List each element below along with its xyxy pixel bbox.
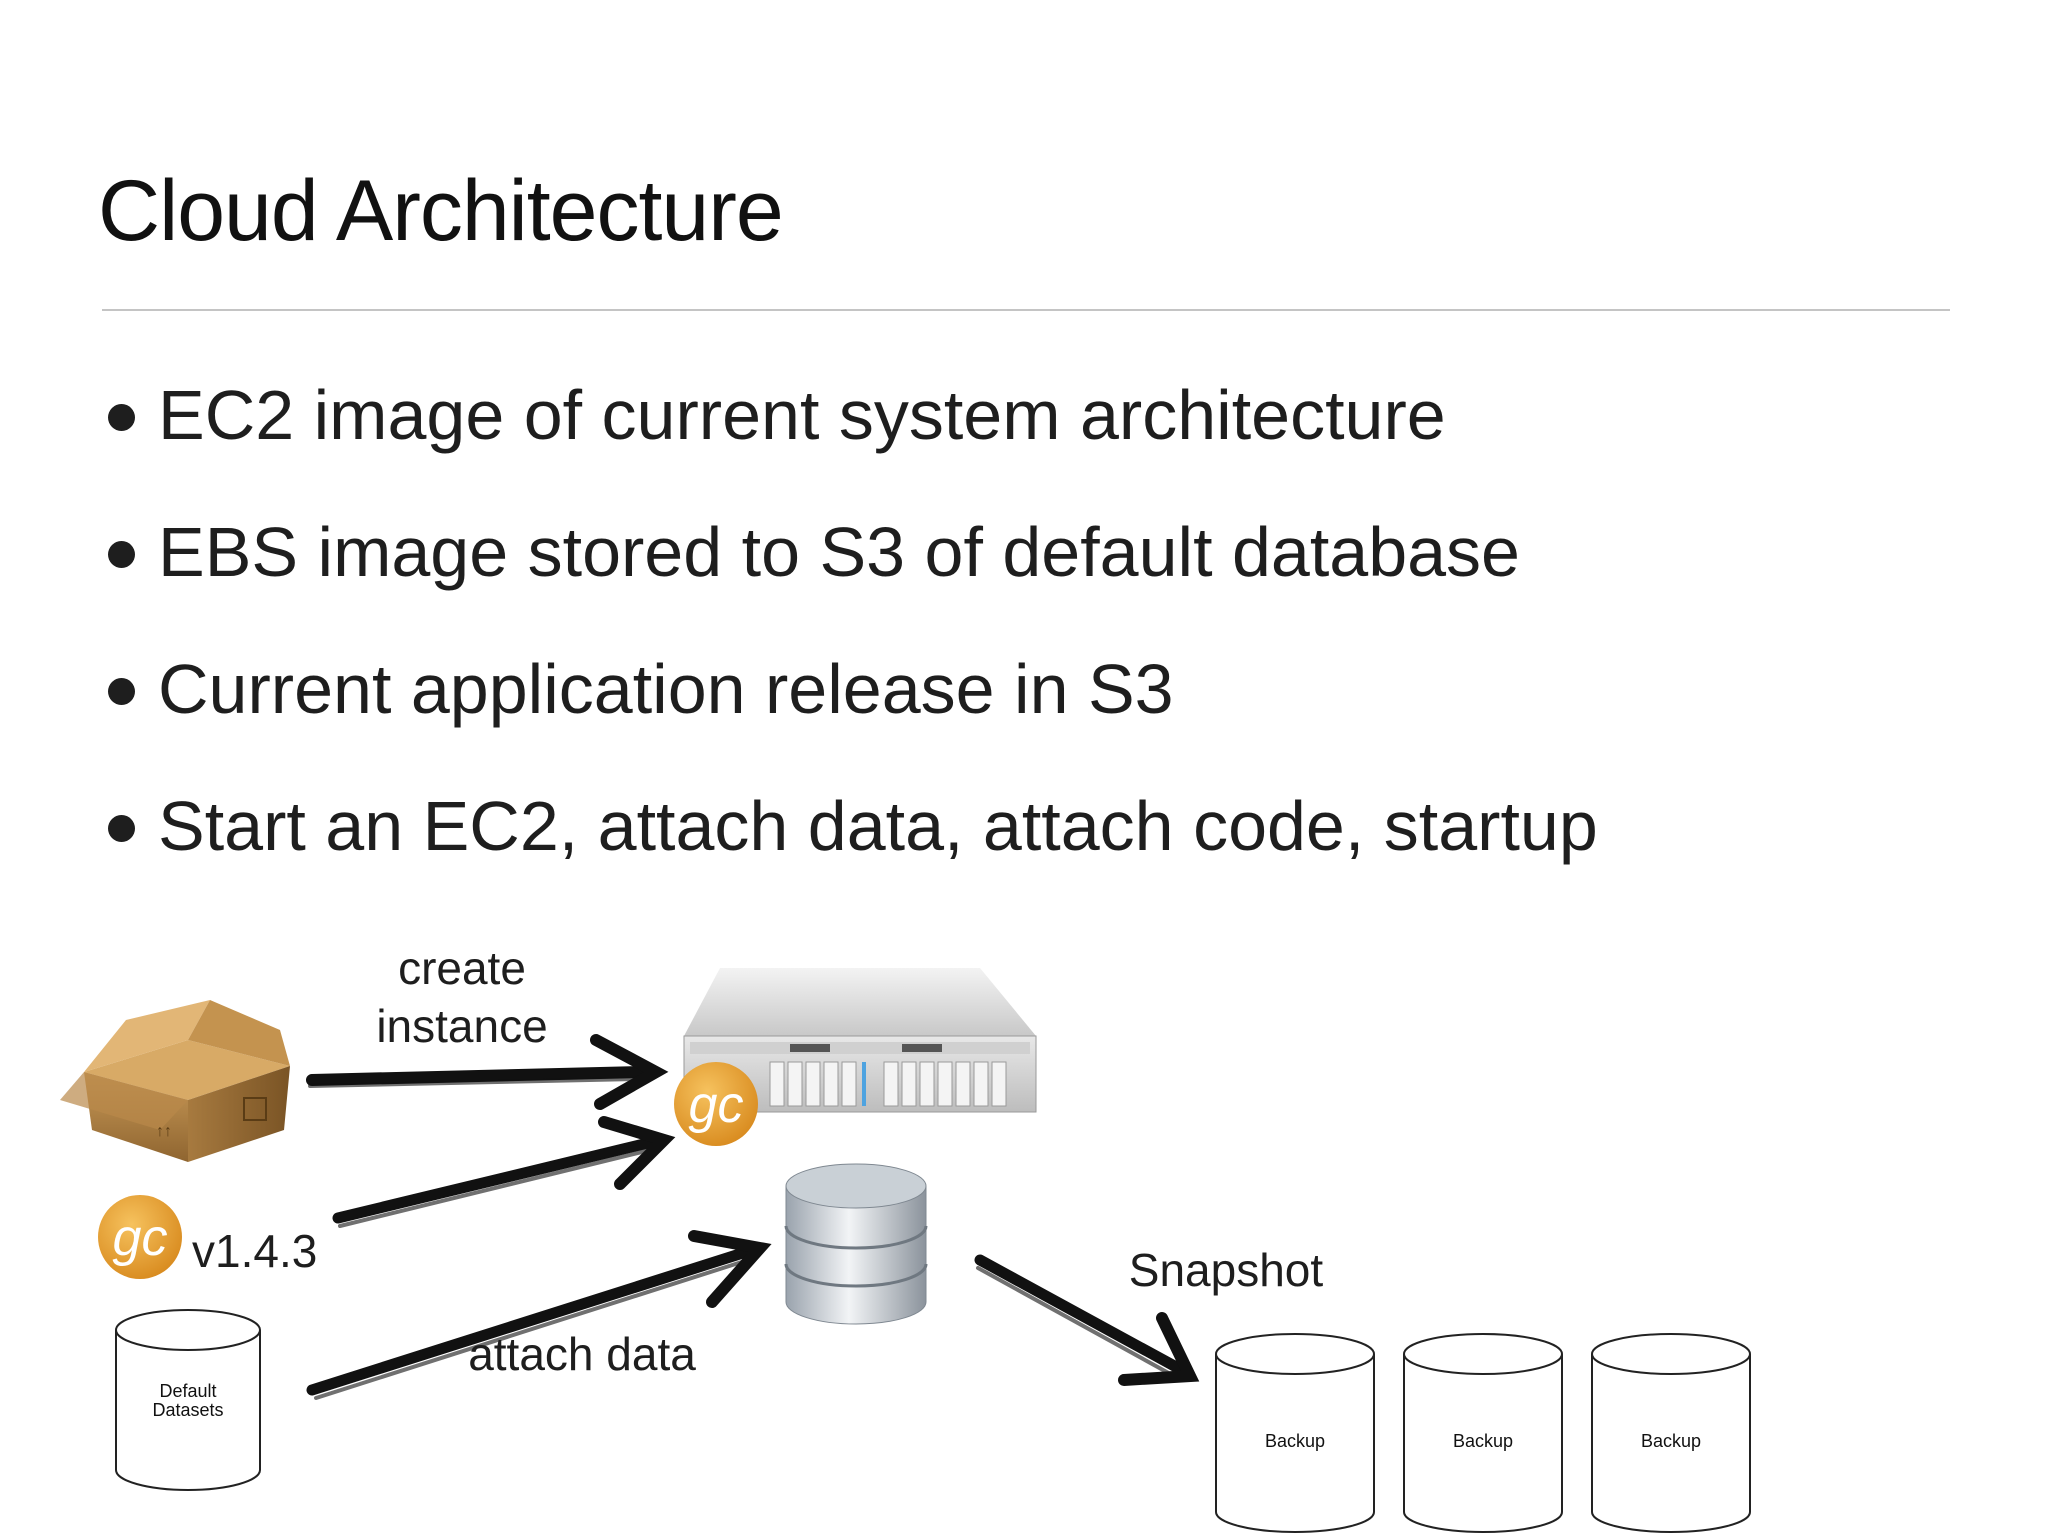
default-datasets-label-2: Datasets [152,1400,223,1420]
svg-text:gc: gc [689,1076,744,1134]
svg-text:gc: gc [113,1209,168,1267]
arrow-attach-data [306,1230,772,1400]
bullet-text: EBS image stored to S3 of default databa… [158,513,1520,591]
backup-cylinder: Backup [1403,1333,1563,1533]
bullet-dot-icon [108,404,135,431]
database-icon [784,1163,928,1325]
bullet-dot-icon [108,815,135,842]
svg-text:↑↑: ↑↑ [156,1123,172,1140]
title-divider [102,309,1950,311]
bullet-dot-icon [108,678,135,705]
gc-server-logo-icon: gc [674,1062,758,1146]
arrow-create-instance [306,1034,669,1110]
slide-title: Cloud Architecture [98,163,784,259]
default-datasets-cylinder: Default Datasets [115,1309,261,1491]
backup-cylinder: Backup [1215,1333,1375,1533]
default-datasets-label-1: Default [159,1381,216,1401]
package-box-icon: ↑↑ [60,1000,290,1162]
bullet-dot-icon [108,541,135,568]
snapshot-label: Snapshot [1129,1244,1324,1296]
bullet-text: Current application release in S3 [158,650,1174,728]
bullet-text: EC2 image of current system architecture [158,376,1446,454]
backup-cylinder: Backup [1591,1333,1751,1533]
arrow-release [332,1116,676,1228]
backup-label: Backup [1641,1431,1701,1451]
arrow-snapshot [974,1254,1200,1386]
gc-logo-icon: gc [98,1195,182,1279]
create-label: create [398,942,526,994]
backup-label: Backup [1265,1431,1325,1451]
instance-label: instance [376,1000,547,1052]
version-label: v1.4.3 [192,1225,317,1277]
bullet-text: Start an EC2, attach data, attach code, … [158,787,1598,865]
attach-data-label: attach data [468,1328,696,1380]
backup-label: Backup [1453,1431,1513,1451]
